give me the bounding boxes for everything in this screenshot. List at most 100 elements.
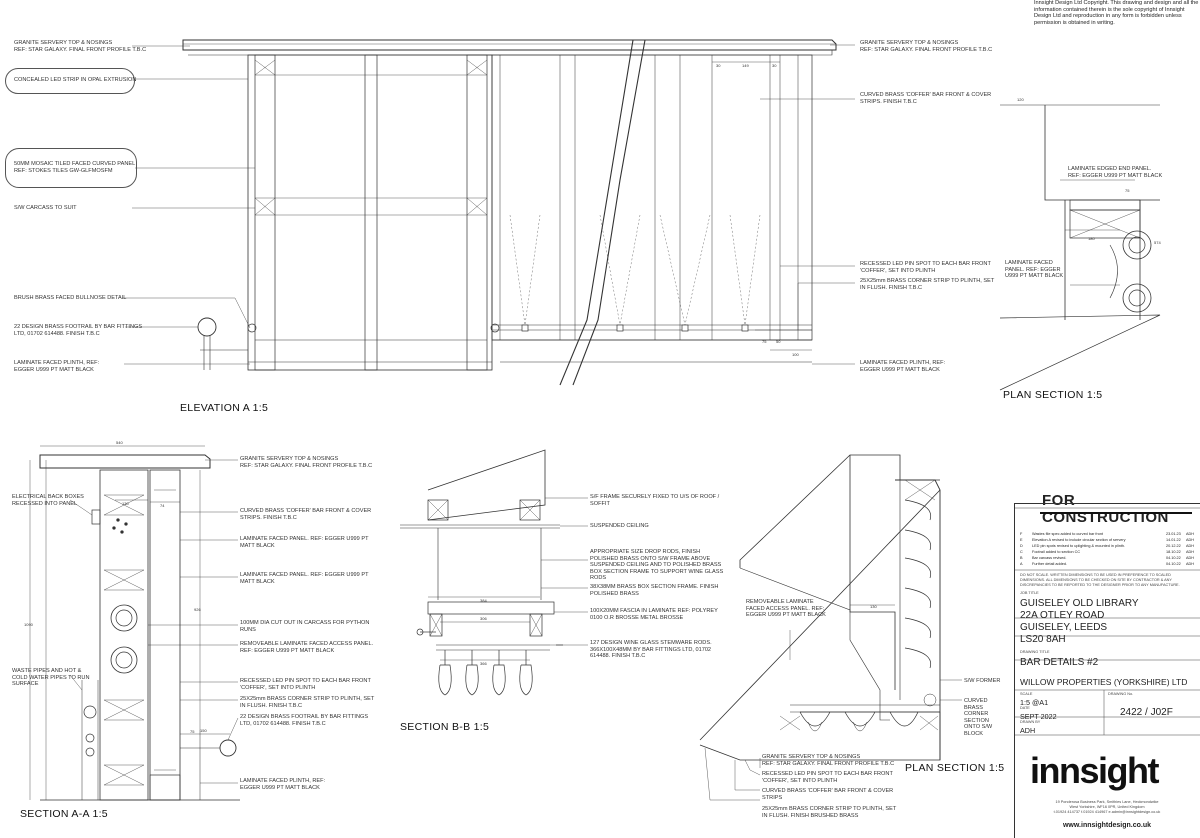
- note-aa-panel-1: LAMINATE FACED PANEL. REF: EGGER U999 PT…: [240, 536, 369, 549]
- stamp-underline: [1040, 512, 1192, 514]
- drawing-title-label: DRAWING TITLE: [1020, 650, 1050, 654]
- note-bb-stemware: 127 DESIGN WINE GLASS STEMWARE RODS. 366…: [590, 640, 712, 660]
- drawing-number: 2422 / J02F: [1120, 707, 1173, 718]
- dim-aa-4: 926: [194, 607, 201, 612]
- plan-section-top-drawing: [999, 104, 1161, 391]
- job-title-line-2: 22A OTLEY ROAD: [1020, 610, 1105, 621]
- note-elev-granite: GRANITE SERVERY TOP & NOSINGS REF: STAR …: [14, 40, 147, 53]
- dim-bb-1: 384: [480, 598, 487, 603]
- note-pb-corner-strip: 25X25mm BRASS CORNER STRIP TO PLINTH, SE…: [762, 806, 897, 819]
- note-pb-led: RECESSED LED PIN SPOT TO EACH BAR FRONT …: [762, 771, 893, 784]
- disclaimer: DO NOT SCALE. WRITTEN DIMENSIONS TO BE U…: [1020, 573, 1180, 587]
- title-plan-section-bottom: PLAN SECTION 1:5: [905, 762, 1005, 774]
- copyright-notice: Innsight Design Ltd Copyright. This draw…: [1034, 0, 1199, 26]
- note-elev-r-led: RECESSED LED PIN SPOT TO EACH BAR FRONT …: [860, 261, 991, 274]
- note-aa-corner: 25X25mm BRASS CORNER STRIP TO PLINTH, SE…: [240, 696, 375, 709]
- note-aa-electrical: ELECTRICAL BACK BOXES RECESSED INTO PANE…: [12, 494, 84, 507]
- note-elev-plinth: LAMINATE FACED PLINTH, REF: EGGER U999 P…: [14, 360, 100, 373]
- note-aa-access: REMOVEABLE LAMINATE FACED ACCESS PANEL. …: [240, 641, 374, 654]
- note-bb-box-section: 38X38MM BRASS BOX SECTION FRAME. FINISH …: [590, 584, 719, 597]
- plan-section-bottom-drawing: [699, 454, 962, 801]
- note-elev-r-plinth: LAMINATE FACED PLINTH, REF: EGGER U999 P…: [860, 360, 946, 373]
- note-bb-frame: S/F FRAME SECURELY FIXED TO U/S OF ROOF …: [590, 494, 720, 507]
- note-plan-end-panel: LAMINATE EDGED END PANEL. REF: EGGER U99…: [1068, 166, 1163, 179]
- title-block: [1014, 503, 1200, 838]
- dim-elev-6: 100: [792, 352, 799, 357]
- note-pb-corner: CURVED BRASS CORNER SECTION ONTO S/W BLO…: [964, 698, 993, 737]
- title-plan-section-top: PLAN SECTION 1:5: [1003, 389, 1103, 401]
- note-aa-plinth: LAMINATE FACED PLINTH, REF: EGGER U999 P…: [240, 778, 326, 791]
- scale-value: 1:5 @A1: [1020, 698, 1049, 707]
- client-name: WILLOW PROPERTIES (YORKSHIRE) LTD: [1020, 677, 1188, 687]
- dim-aa-5: 1090: [24, 622, 33, 627]
- dim-aa-3: 74: [160, 503, 165, 508]
- note-aa-footrail: 22 DESIGN BRASS FOOTRAIL BY BAR FITTINGS…: [240, 714, 369, 727]
- revision-cloud-led-strip: [5, 68, 135, 94]
- dim-bb-2: 306: [480, 616, 487, 621]
- note-aa-coffer: CURVED BRASS 'COFFER' BAR FRONT & COVER …: [240, 508, 372, 521]
- note-elev-r-granite: GRANITE SERVERY TOP & NOSINGS REF: STAR …: [860, 40, 993, 53]
- dim-elev-1: 30: [716, 63, 721, 68]
- note-bb-ceiling: SUSPENDED CEILING: [590, 523, 649, 529]
- dim-elev-3: 30: [772, 63, 777, 68]
- note-pb-granite: GRANITE SERVERY TOP & NOSINGS REF: STAR …: [762, 754, 895, 767]
- scale-label: SCALE: [1020, 692, 1033, 696]
- dim-elev-4: 75: [762, 339, 767, 344]
- section-aa-drawing: [29, 445, 240, 801]
- dim-elev-5: 50: [776, 339, 781, 344]
- dim-plan-3: 180: [1088, 236, 1095, 241]
- dim-aa-1: 540: [116, 440, 123, 445]
- note-pb-former: S/W FORMER: [964, 678, 1001, 684]
- note-aa-led: RECESSED LED PIN SPOT TO EACH BAR FRONT …: [240, 678, 371, 691]
- title-elevation-a: ELEVATION A 1:5: [180, 402, 269, 414]
- note-aa-pipes: WASTE PIPES AND HOT & COLD WATER PIPES T…: [12, 668, 90, 688]
- dim-plan-2: 75: [1125, 188, 1130, 193]
- note-aa-cutout: 100MM DIA CUT OUT IN CARCASS FOR PYTHON …: [240, 620, 370, 633]
- company-address: 19 Ponderosa Business Park, Smithies Lan…: [1053, 800, 1161, 814]
- note-elev-carcass: S/W CARCASS TO SUIT: [14, 205, 77, 211]
- dim-elev-2: 149: [742, 63, 749, 68]
- job-title-line-3: GUISELEY, LEEDS: [1020, 622, 1108, 633]
- job-title-line-1: GUISELEY OLD LIBRARY: [1020, 598, 1139, 609]
- revision-cloud-mosaic-panel: [5, 148, 137, 188]
- title-section-aa: SECTION A-A 1:5: [20, 808, 108, 820]
- note-elev-bullnose: BRUSH BRASS FACED BULLNOSE DETAIL: [14, 295, 127, 301]
- note-elev-r-corner: 25X25mm BRASS CORNER STRIP TO PLINTH, SE…: [860, 278, 995, 291]
- note-elev-mosaic: 50MM MOSAIC TILED FACED CURVED PANEL REF…: [14, 161, 136, 174]
- dim-pb-1: 130: [870, 604, 877, 609]
- note-elev-footrail: 22 DESIGN BRASS FOOTRAIL BY BAR FITTINGS…: [14, 324, 143, 337]
- dim-plan-4: 574: [1154, 240, 1161, 245]
- title-block-grid: [1014, 507, 1200, 736]
- dim-aa-7: 150: [200, 728, 207, 733]
- dim-bb-3: 366: [480, 661, 487, 666]
- dim-aa-2: 130: [122, 501, 129, 506]
- note-aa-granite: GRANITE SERVERY TOP & NOSINGS REF: STAR …: [240, 456, 373, 469]
- date-value: SEPT 2022: [1020, 712, 1057, 721]
- title-section-bb: SECTION B-B 1:5: [400, 721, 490, 733]
- drawing-title: BAR DETAILS #2: [1020, 657, 1099, 668]
- company-website[interactable]: www.innsightdesign.co.uk: [1062, 822, 1152, 829]
- drawn-by-label: DRAWN BY: [1020, 720, 1041, 724]
- note-pb-access: REMOVEABLE LAMINATE FACED ACCESS PANEL. …: [746, 599, 826, 619]
- dim-plan-1: 120: [1017, 97, 1024, 102]
- job-title-label: JOB TITLE: [1020, 591, 1039, 595]
- note-bb-drop-rods: APPROPRIATE SIZE DROP RODS, FINISH POLIS…: [590, 549, 724, 582]
- dim-aa-6: 75: [190, 729, 195, 734]
- note-plan-faced-panel: LAMINATE FACED PANEL. REF: EGGER U999 PT…: [1005, 260, 1064, 280]
- note-aa-panel-2: LAMINATE FACED PANEL. REF: EGGER U999 PT…: [240, 572, 369, 585]
- note-bb-fascia: 100X20MM FASCIA IN LAMINATE REF: POLYREY…: [590, 608, 718, 621]
- note-elev-r-coffer: CURVED BRASS 'COFFER' BAR FRONT & COVER …: [860, 92, 992, 105]
- innsight-logo: innsight: [1030, 750, 1159, 791]
- drawn-by-value: ADH: [1020, 726, 1036, 735]
- drawing-no-label: DRAWING No.: [1108, 692, 1134, 696]
- note-pb-coffer: CURVED BRASS 'COFFER' BAR FRONT & COVER …: [762, 788, 894, 801]
- section-bb-drawing: [400, 449, 588, 696]
- elevation-a-drawing: [122, 39, 855, 386]
